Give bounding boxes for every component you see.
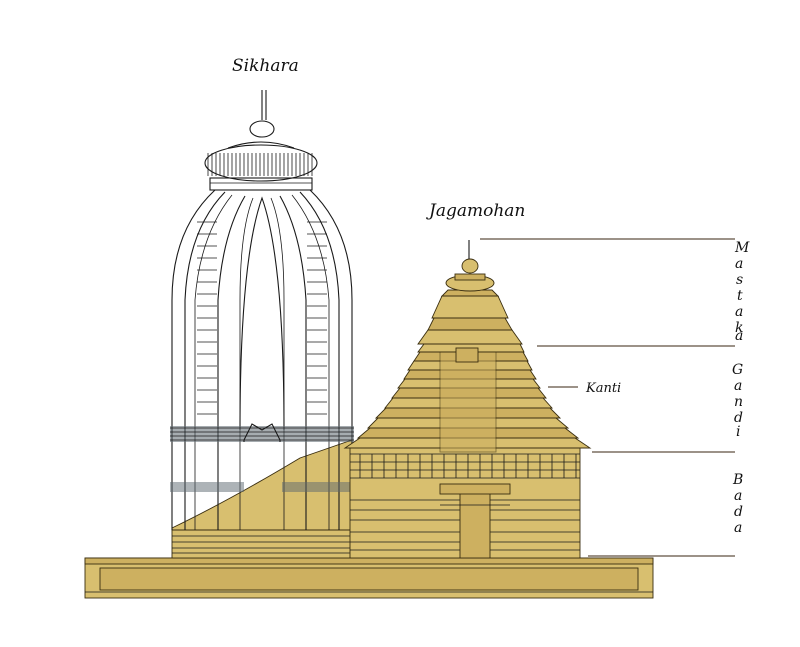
sikhara-crown: [204, 90, 318, 191]
jagamohan-bada: [349, 447, 581, 559]
kanti-label: Kanti: [585, 381, 621, 396]
svg-text:t: t: [737, 288, 743, 304]
sikhara-bada: [171, 439, 353, 559]
svg-text:n: n: [734, 394, 743, 410]
svg-text:s: s: [736, 272, 743, 288]
jagamohan-mastaka: [417, 240, 523, 345]
svg-text:a: a: [734, 488, 742, 504]
gandi-label: G a n d i: [732, 362, 743, 440]
svg-text:k: k: [735, 320, 743, 336]
svg-text:a: a: [735, 304, 743, 320]
svg-text:a: a: [735, 328, 743, 344]
svg-text:d: d: [734, 410, 743, 426]
mastaka-label: M a s t a k a: [734, 240, 750, 344]
svg-text:d: d: [734, 504, 743, 520]
bada-label: B a d a: [732, 472, 743, 536]
svg-text:a: a: [734, 378, 742, 394]
svg-text:a: a: [734, 520, 742, 536]
sikhara-tower: [170, 189, 354, 530]
jagamohan-gandi: [343, 343, 592, 453]
svg-text:i: i: [736, 424, 740, 440]
leader-lines: [480, 238, 735, 557]
svg-text:M: M: [734, 240, 750, 256]
jagamohan-label: Jagamohan: [426, 201, 525, 221]
svg-text:G: G: [732, 362, 743, 378]
plinth: [84, 557, 654, 599]
svg-text:a: a: [735, 256, 743, 272]
svg-text:B: B: [732, 472, 743, 488]
sikhara-label: Sikhara: [232, 56, 299, 76]
